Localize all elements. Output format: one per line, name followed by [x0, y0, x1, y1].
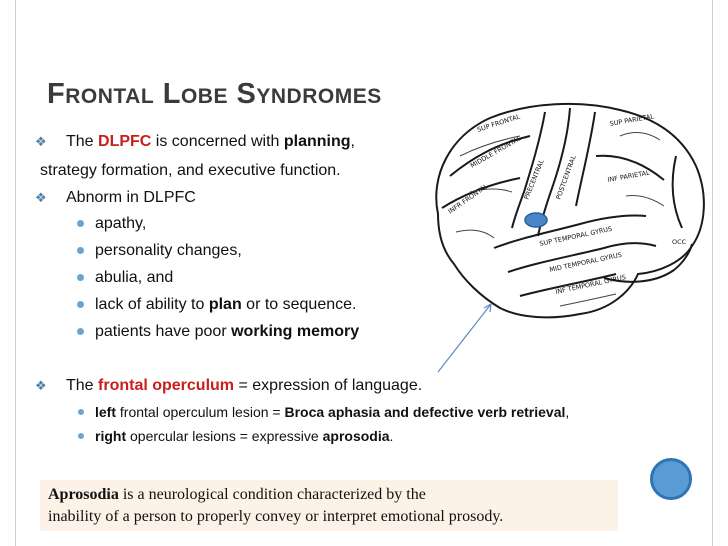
cerebellum-outline — [603, 243, 693, 283]
sub-bullet-personality: personality changes, — [77, 242, 242, 260]
sub-bullet-dot-icon — [77, 328, 84, 335]
parieto-occipital-sulcus — [671, 155, 683, 229]
bullet-dlpfc-continuation: strategy formation, and executive functi… — [40, 162, 341, 179]
slide-frame-left — [15, 0, 16, 546]
operculum-marker — [524, 212, 548, 228]
decorative-circle-icon — [650, 458, 692, 500]
sub-bullet-dot-icon — [77, 220, 84, 227]
sylvian-fissure — [493, 214, 647, 249]
sub-bullet-working-memory: patients have poor working memory — [77, 323, 359, 341]
sub-bullet-dot-icon — [78, 409, 84, 415]
label-precentral: PRECENTRAL — [522, 158, 545, 201]
sub-bullet-left-lesion: left frontal operculum lesion = Broca ap… — [78, 404, 569, 420]
label-infr-frontal: INFR FRONTAL — [447, 182, 490, 216]
brain-lateral-diagram: SUP FRONTAL MIDDLE FRONTAL INFR FRONTAL … — [435, 102, 705, 319]
label-mid-temporal: MID TEMPORAL GYRUS — [549, 251, 623, 274]
sub-bullet-dot-icon — [77, 301, 84, 308]
label-mid-frontal: MIDDLE FRONTAL — [469, 134, 523, 170]
definition-note-box — [40, 480, 618, 531]
sub-bullet-right-lesion: right opercular lesions = expressive apr… — [78, 428, 393, 444]
label-sup-temporal: SUP TEMPORAL GYRUS — [539, 225, 613, 248]
sub-bullet-plan: lack of ability to plan or to sequence. — [77, 296, 356, 314]
sub-bullet-abulia: abulia, and — [77, 269, 173, 287]
label-inf-parietal: INF PARIETAL — [607, 169, 651, 184]
slide-frame-right — [712, 0, 713, 546]
bullet-marker-icon: ❖ — [35, 379, 47, 394]
label-occipital: OCC — [672, 238, 687, 246]
postcentral-sulcus — [575, 111, 596, 207]
bullet-marker-icon: ❖ — [35, 135, 47, 150]
label-postcentral: POSTCENTRAL — [554, 154, 578, 201]
definition-note-text: Aprosodia is a neurological condition ch… — [48, 486, 504, 525]
label-sup-parietal: SUP PARIETAL — [609, 112, 655, 128]
sub-bullet-apathy: apathy, — [77, 215, 146, 233]
precentral-sulcus — [511, 111, 546, 229]
intraparietal-sulcus — [595, 154, 665, 181]
bullet-frontal-operculum: ❖ The frontal operculum = expression of … — [35, 377, 423, 394]
superior-temporal-sulcus — [507, 242, 657, 273]
bullet-abnorm: ❖ Abnorm in DLPFC — [35, 189, 196, 206]
inferior-temporal-sulcus — [519, 273, 617, 297]
sub-bullet-dot-icon — [77, 274, 84, 281]
bullet-dlpfc: ❖ The DLPFC is concerned with planning, — [35, 133, 355, 150]
slide-title: FRONTAL LOBE SYNDROMES — [47, 78, 382, 110]
sub-bullet-dot-icon — [77, 247, 84, 254]
superior-frontal-sulcus — [449, 135, 531, 177]
sub-bullet-dot-icon — [78, 433, 84, 439]
bullet-marker-icon: ❖ — [35, 191, 47, 206]
